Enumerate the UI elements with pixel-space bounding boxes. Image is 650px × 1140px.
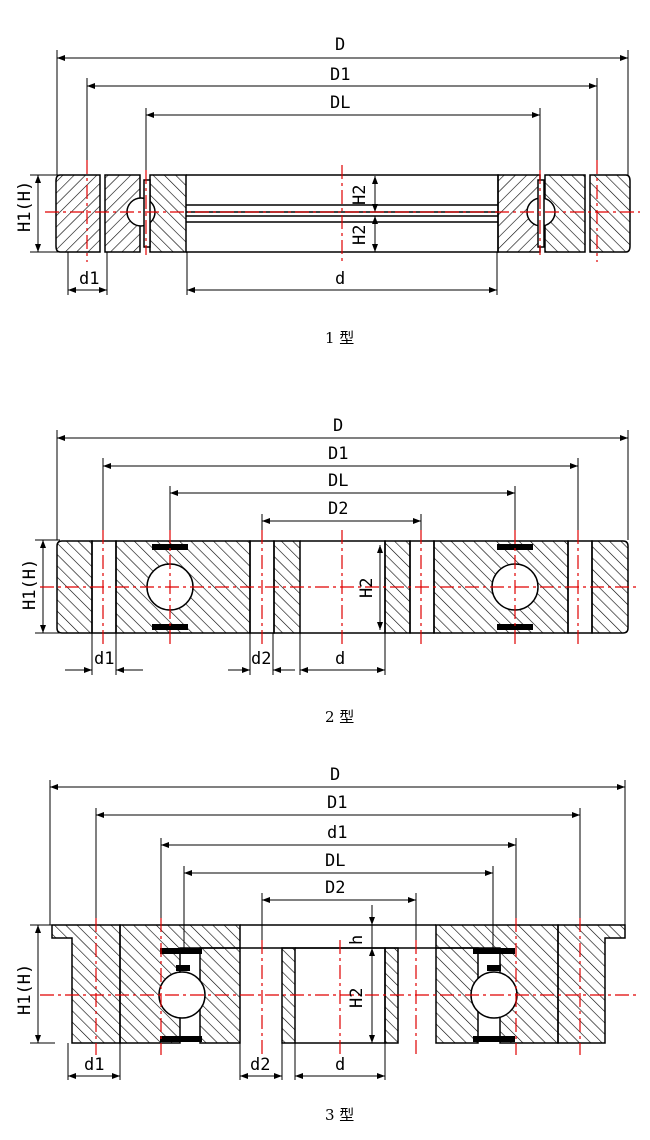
label-H1: H1(H) [20, 559, 40, 610]
diagram-type-1: D D1 DL H1(H) H2 H2 d1 d 1 型 [15, 35, 640, 347]
label-D2: D2 [325, 878, 345, 898]
label-D1: D1 [330, 65, 350, 85]
caption-type-1: 1 型 [325, 329, 354, 347]
label-h: h [347, 935, 367, 945]
label-H2: H2 [357, 578, 377, 598]
caption-type-2: 2 型 [325, 708, 354, 726]
label-d2: d2 [251, 649, 271, 669]
label-H2-upper: H2 [350, 185, 370, 205]
label-d1: d1 [79, 269, 99, 289]
label-d1: d1 [94, 649, 114, 669]
label-d: d [335, 1055, 345, 1075]
label-D: D [333, 416, 343, 436]
label-d: d [335, 269, 345, 289]
diagram-type-2: D D1 DL D2 H1(H) H2 d1 d2 d 2 型 [20, 416, 640, 726]
label-H2: H2 [347, 988, 367, 1008]
label-d1-top: d1 [327, 823, 347, 843]
label-d: d [335, 649, 345, 669]
diagram-type-3: D D1 d1 DL D2 h H1(H) H2 d1 d2 d 3 型 [15, 765, 640, 1124]
label-D: D [335, 35, 345, 55]
label-d1: d1 [84, 1055, 104, 1075]
label-DL: DL [330, 93, 350, 113]
caption-type-3: 3 型 [325, 1106, 354, 1124]
label-D2: D2 [328, 499, 348, 519]
label-d2: d2 [250, 1055, 270, 1075]
label-D: D [330, 765, 340, 785]
label-H2-lower: H2 [350, 225, 370, 245]
label-H1: H1(H) [15, 964, 35, 1015]
label-H1: H1(H) [15, 181, 35, 232]
label-D1: D1 [327, 793, 347, 813]
label-DL: DL [328, 471, 348, 491]
label-DL: DL [325, 851, 345, 871]
label-D1: D1 [328, 444, 348, 464]
